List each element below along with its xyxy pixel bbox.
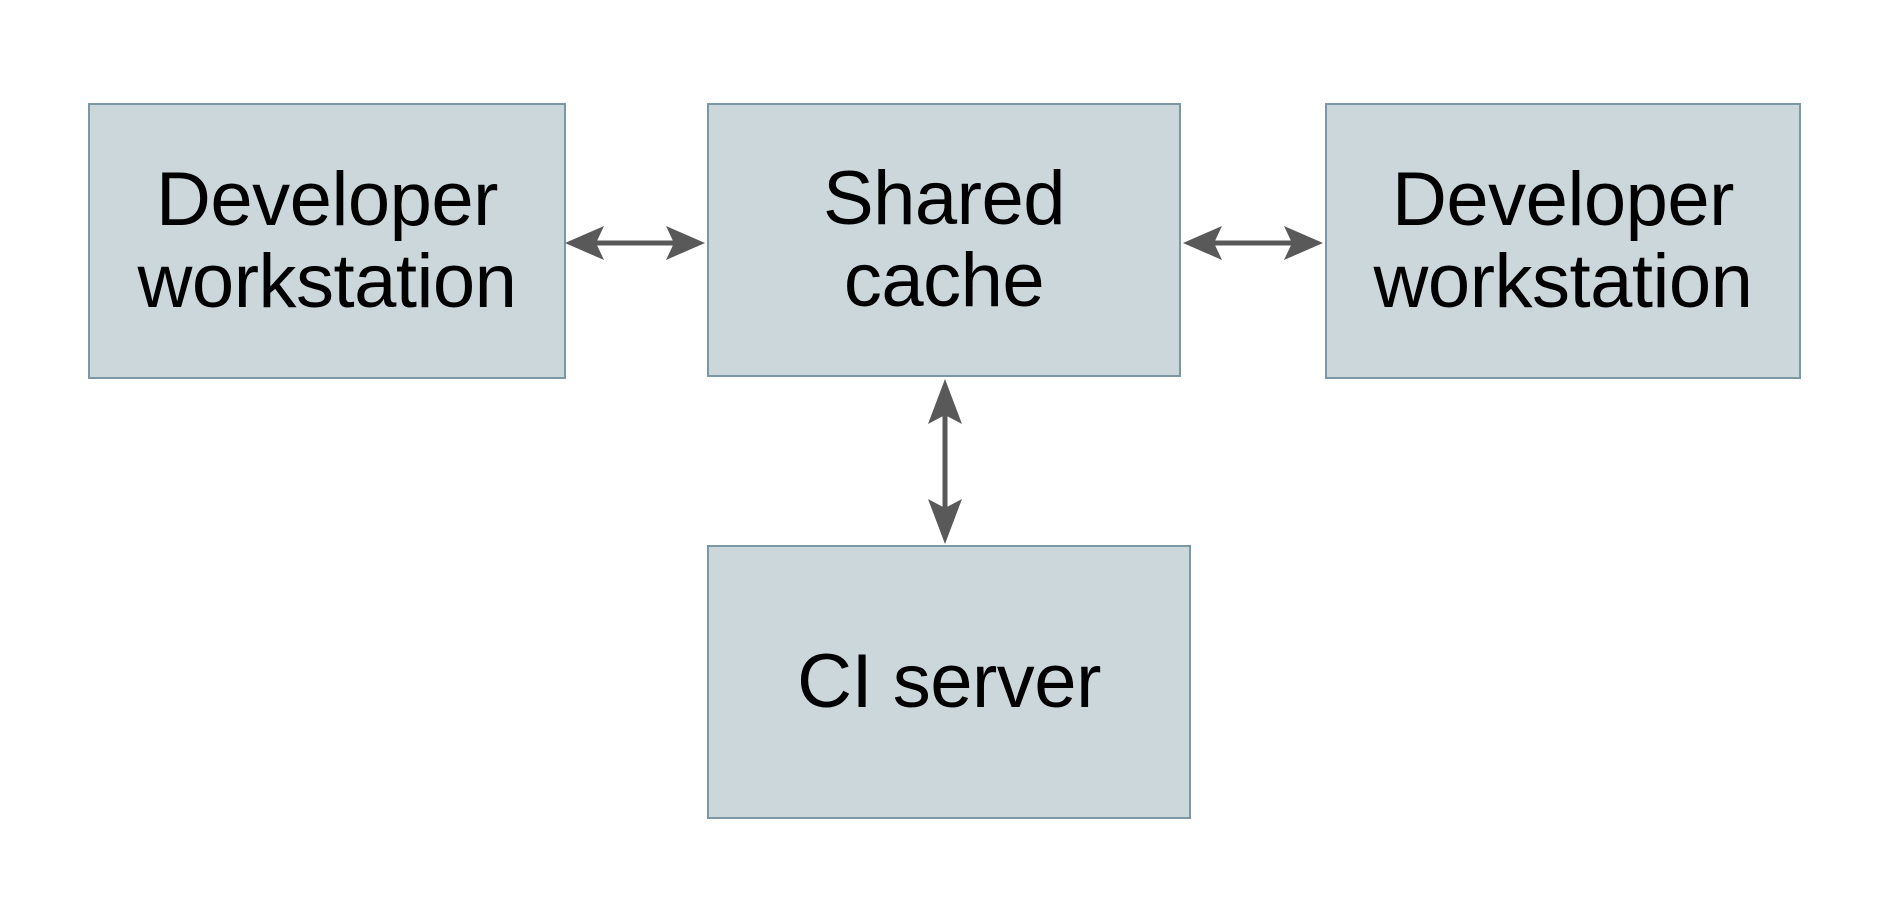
edge-shared-cache-to-developer-right[interactable] (1178, 218, 1328, 268)
edge-shared-cache-to-ci-server[interactable] (920, 374, 970, 549)
node-developer-workstation-right[interactable]: Developer workstation (1325, 103, 1801, 379)
edge-developer-left-to-shared-cache[interactable] (560, 218, 710, 268)
node-label: Developer workstation (137, 156, 517, 324)
node-shared-cache[interactable]: Shared cache (707, 103, 1181, 377)
node-label: Shared cache (822, 155, 1066, 323)
node-ci-server[interactable]: CI server (707, 545, 1191, 819)
node-label: CI server (797, 638, 1101, 724)
node-label: Developer workstation (1373, 156, 1753, 324)
node-developer-workstation-left[interactable]: Developer workstation (88, 103, 566, 379)
